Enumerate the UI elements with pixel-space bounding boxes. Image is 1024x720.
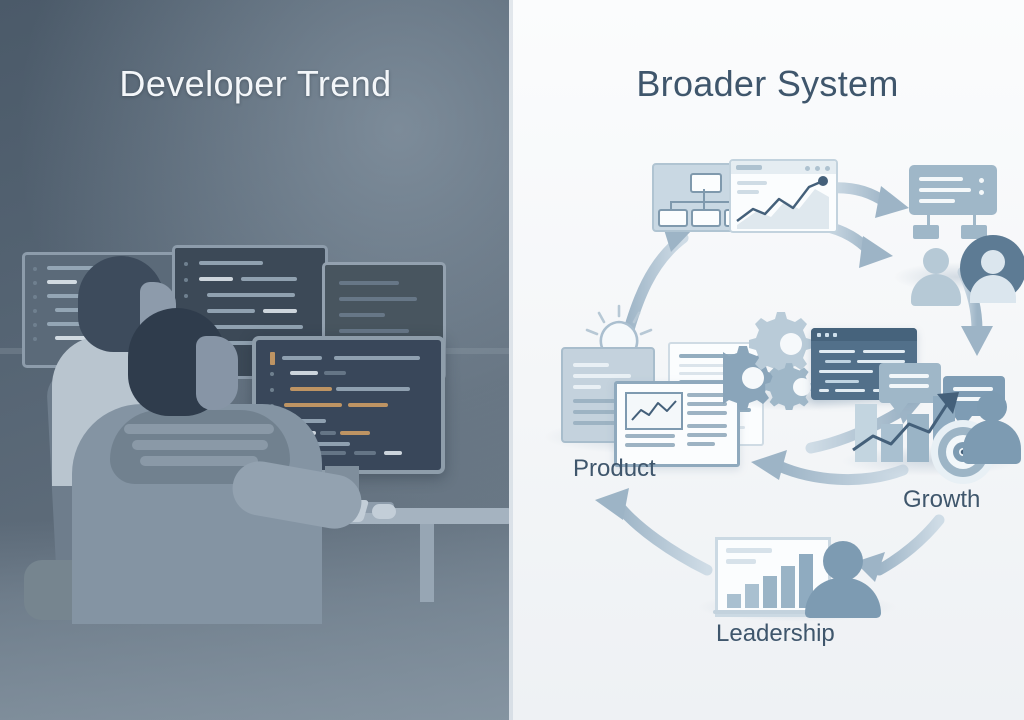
gear-icon-small	[765, 363, 813, 410]
arrow-growth-to-product	[751, 450, 909, 486]
node-label-growth: Growth	[903, 486, 981, 513]
right-panel-title: Broader System	[636, 63, 899, 104]
presentation-board	[715, 537, 831, 617]
code-editor-window	[811, 328, 917, 400]
left-panel-title: Developer Trend	[119, 63, 392, 104]
node-label-product: Product	[573, 455, 656, 482]
gear-group	[723, 312, 813, 410]
node-label-leadership: Leadership	[716, 620, 835, 647]
desk-side	[420, 524, 434, 602]
right-panel: Product Growth Leadership Broader System	[511, 0, 1024, 720]
arrow-growth-to-leadership	[855, 514, 945, 582]
dashboard-card	[614, 381, 740, 467]
arrow-planning-to-delivery	[823, 182, 909, 218]
developer-front-face	[196, 336, 238, 410]
speech-bubble-left	[879, 363, 941, 415]
server-monitor	[909, 165, 997, 215]
arrow-leadership-to-product	[595, 488, 713, 576]
mouse	[372, 504, 396, 519]
analytics-browser-window	[729, 159, 838, 233]
panel-divider	[509, 0, 513, 720]
left-panel: Developer Trend	[0, 0, 511, 720]
